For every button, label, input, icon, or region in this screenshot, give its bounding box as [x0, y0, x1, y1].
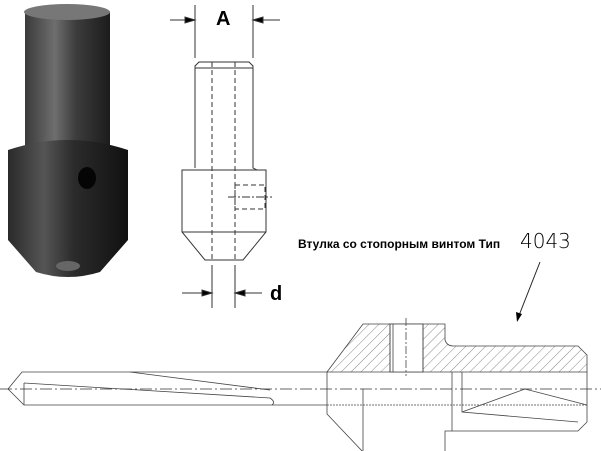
dimension-d-label: d — [270, 283, 283, 305]
dimension-a-label: A — [216, 8, 231, 30]
bushing-side-view — [170, 5, 280, 308]
bushing-photo — [8, 4, 128, 277]
drill-with-bushing-section — [0, 318, 601, 451]
type-number: 4043 — [520, 229, 571, 253]
leader-arrow — [516, 261, 541, 322]
set-screw-hole — [78, 167, 96, 189]
caption: Втулка со стопорным винтом Тип — [298, 237, 501, 251]
